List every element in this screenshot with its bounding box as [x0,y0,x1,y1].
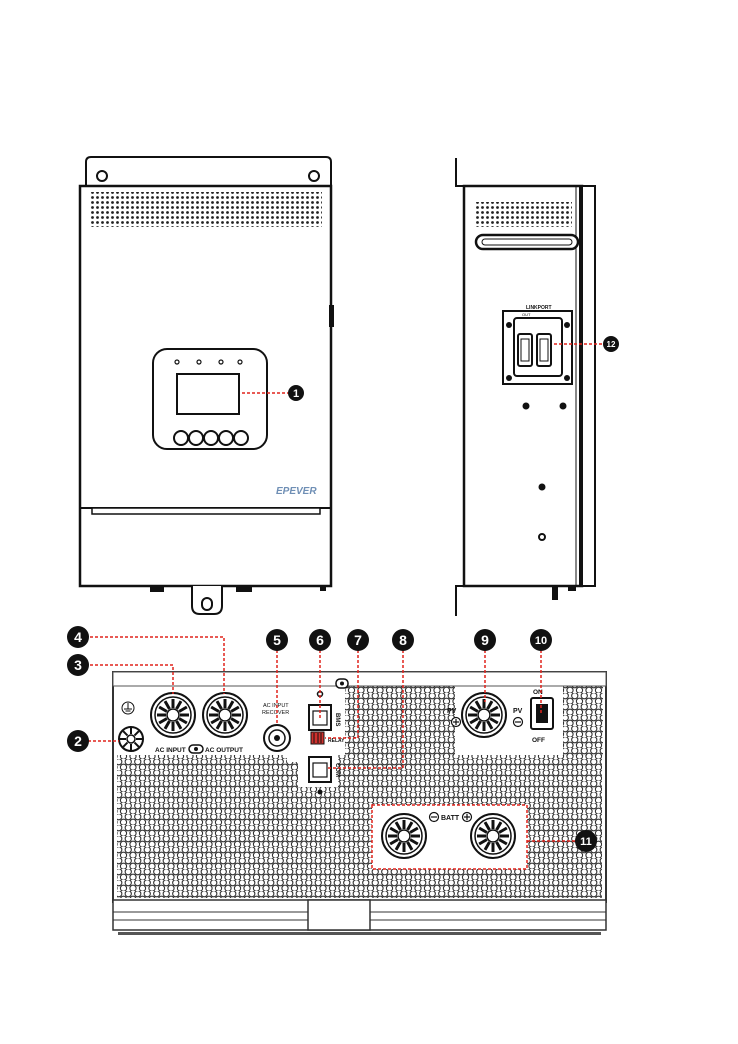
svg-text:8: 8 [399,632,407,648]
svg-text:7: 7 [354,632,362,648]
callout-badge-5: 5 [266,629,288,651]
callout-badge-8: 8 [392,629,414,651]
bms-label: BMS [334,713,340,726]
callout-badge-6: 6 [309,629,331,651]
callout-badge-1: 1 [288,385,304,401]
callout-badge-4: 4 [67,626,89,648]
ground-terminal [119,727,143,751]
side-view: LINKPORT OUT [456,158,595,616]
indicator-led [175,360,179,364]
linkport-label: LINKPORT [526,305,552,311]
indicator-led [238,360,242,364]
control-button [174,431,188,445]
battery-negative-gland [382,814,426,858]
relay-label: RELAY [328,738,345,744]
svg-text:5: 5 [273,632,281,648]
side-bracket-bottom [456,586,464,616]
svg-text:2: 2 [74,733,82,749]
ac-input-recover-label: AC INPUT [263,703,289,709]
off-label: OFF [532,737,545,744]
callout-badge-3: 3 [67,654,89,676]
indicator-led [219,360,223,364]
ground-icon [122,702,134,714]
side-bracket-top [456,158,464,186]
plus-icon [463,813,472,822]
svg-text:11: 11 [580,836,592,848]
ac-separator-icon [189,745,203,753]
svg-text:12: 12 [607,340,616,349]
control-button [189,431,203,445]
svg-text:3: 3 [74,657,82,673]
pv-gland [462,693,506,737]
chassis-logo-icon [336,679,348,688]
callout-badge-7: 7 [347,629,369,651]
linkport-out-label: OUT [522,312,531,317]
batt-label: BATT [441,815,460,822]
mount-hole-left [97,171,107,181]
minus-icon [514,718,523,727]
brand-logo: EPEVER [276,486,317,497]
ac-output-label: AC OUTPUT [205,747,243,754]
plus-icon [452,718,461,727]
honeycomb-vent-middle [345,686,455,756]
ac-input-label: AC INPUT [155,747,186,754]
control-button [219,431,233,445]
pv-right-label: PV [513,708,523,715]
callout-badge-12: 12 [603,336,619,352]
callout-badge-10: 10 [530,629,552,651]
ac-input-gland [151,693,195,737]
minus-icon [430,813,439,822]
control-button [234,431,248,445]
svg-text:10: 10 [535,635,547,647]
side-vent-grille [474,202,572,227]
svg-text:6: 6 [316,632,324,648]
honeycomb-vent-right [563,686,603,756]
svg-text:1: 1 [293,388,299,400]
svg-text:4: 4 [74,629,82,645]
lcd-screen [177,374,239,414]
battery-positive-gland [471,814,515,858]
svg-text:9: 9 [481,632,489,648]
honeycomb-vent-bottom [117,755,602,898]
com-label: COM [334,763,340,777]
indicator-led [197,360,201,364]
control-button [204,431,218,445]
callout-badge-2: 2 [67,730,89,752]
ac-output-gland [203,693,247,737]
top-vent-grille [90,192,322,227]
recover-button [264,725,290,751]
bottom-view: AC INPUT AC OUTPUT AC INPUT RECOVER BMS … [113,672,606,935]
mount-hole-right [309,171,319,181]
callout-badge-9: 9 [474,629,496,651]
pv-left-label: PV [447,708,457,715]
callout-badge-11: 11 [575,830,597,852]
ac-input-recover-label: RECOVER [262,710,289,716]
front-mount-bracket [86,157,331,186]
